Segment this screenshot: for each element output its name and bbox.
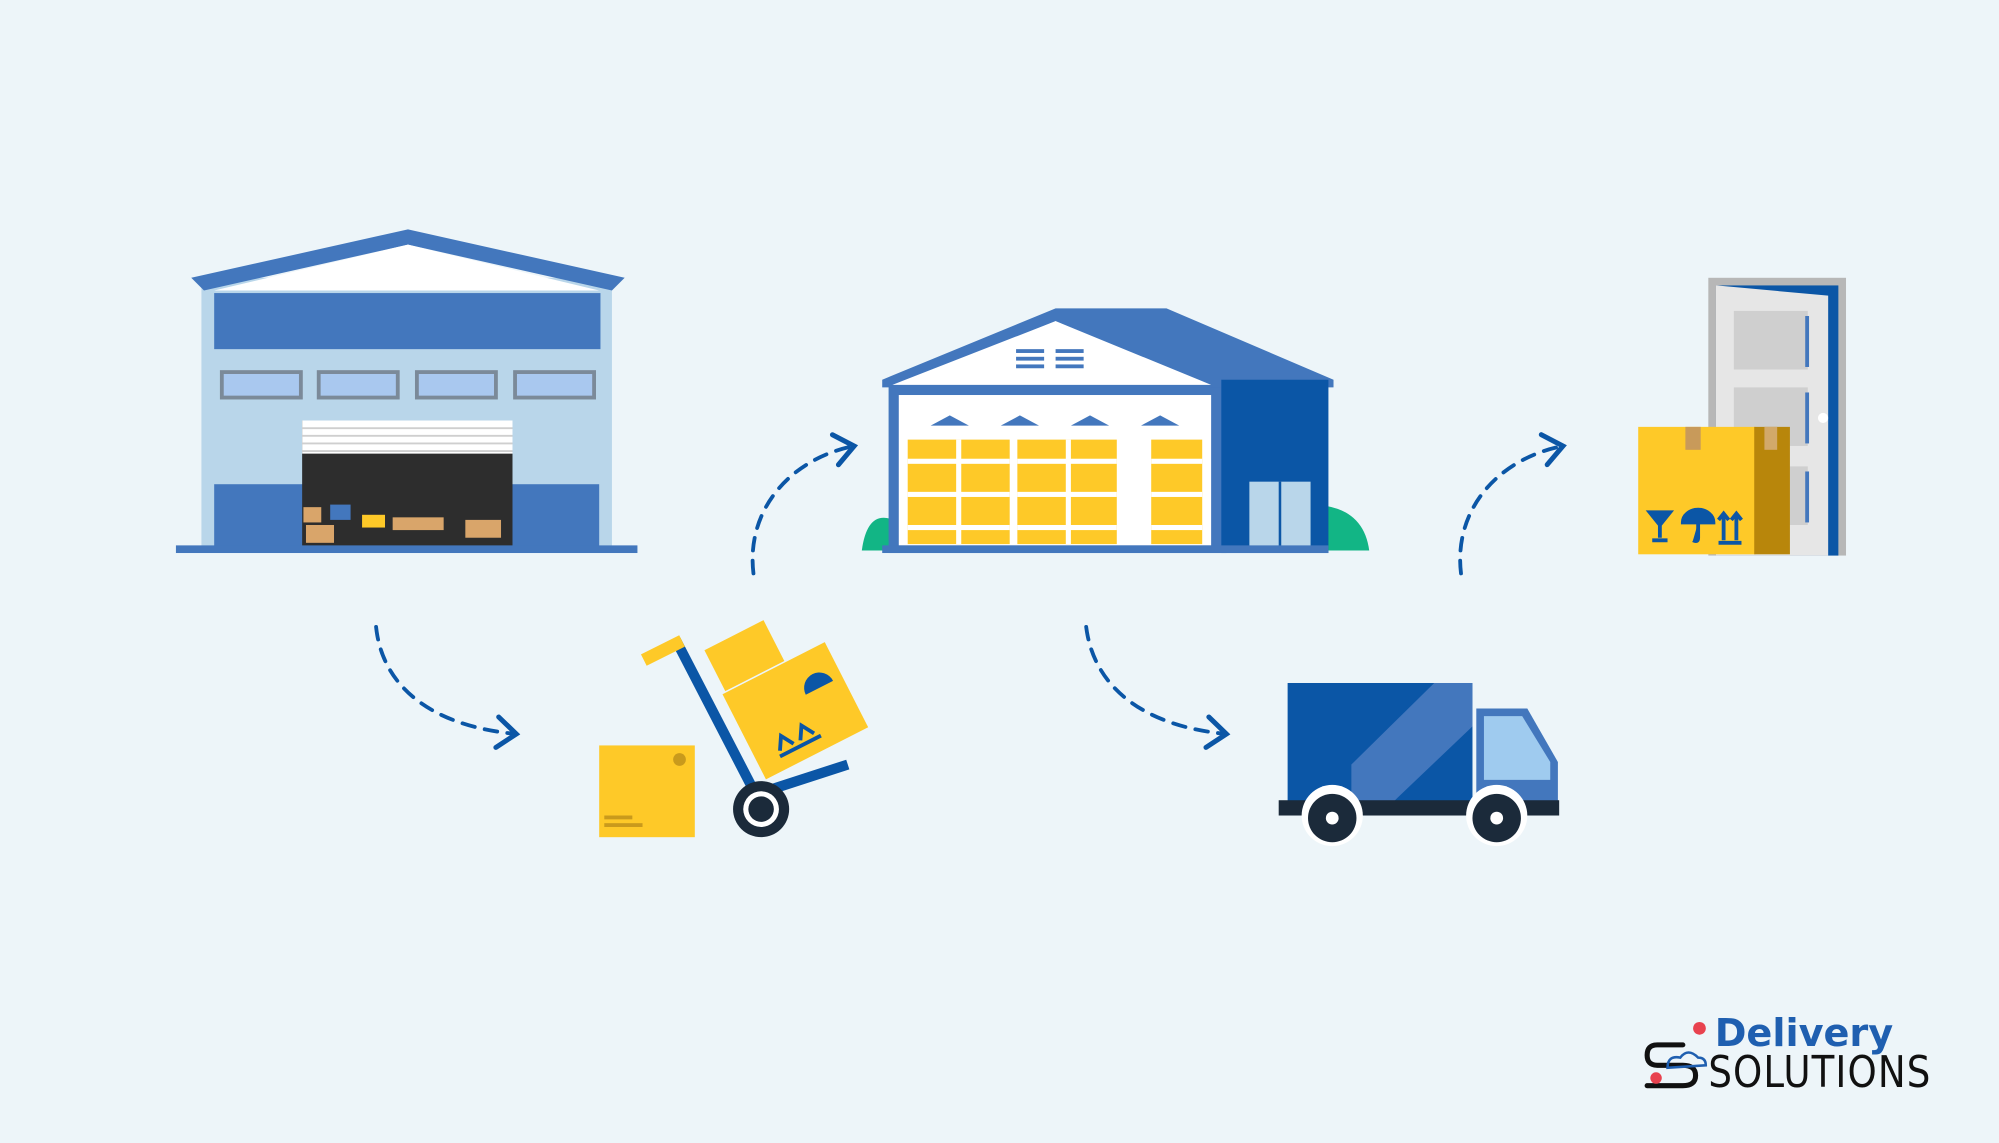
dashed-arrow-icon	[1458, 432, 1567, 576]
hand-truck-icon	[599, 620, 869, 838]
logo-solutions-text: SOLUTIONS	[1708, 1048, 1931, 1098]
delivery-solutions-logo: Delivery SOLUTIONS	[1644, 1012, 1931, 1098]
warehouse-exterior-icon	[175, 229, 638, 554]
dashed-arrow-icon	[750, 432, 859, 576]
dashed-arrow-icon	[374, 625, 521, 750]
dashed-arrow-icon	[1084, 625, 1231, 750]
delivery-truck-icon	[1278, 682, 1560, 847]
logo-delivery-text: Delivery	[1715, 1012, 1894, 1056]
warehouse-interior-icon	[861, 308, 1370, 554]
package-at-door-icon	[1638, 277, 1847, 556]
